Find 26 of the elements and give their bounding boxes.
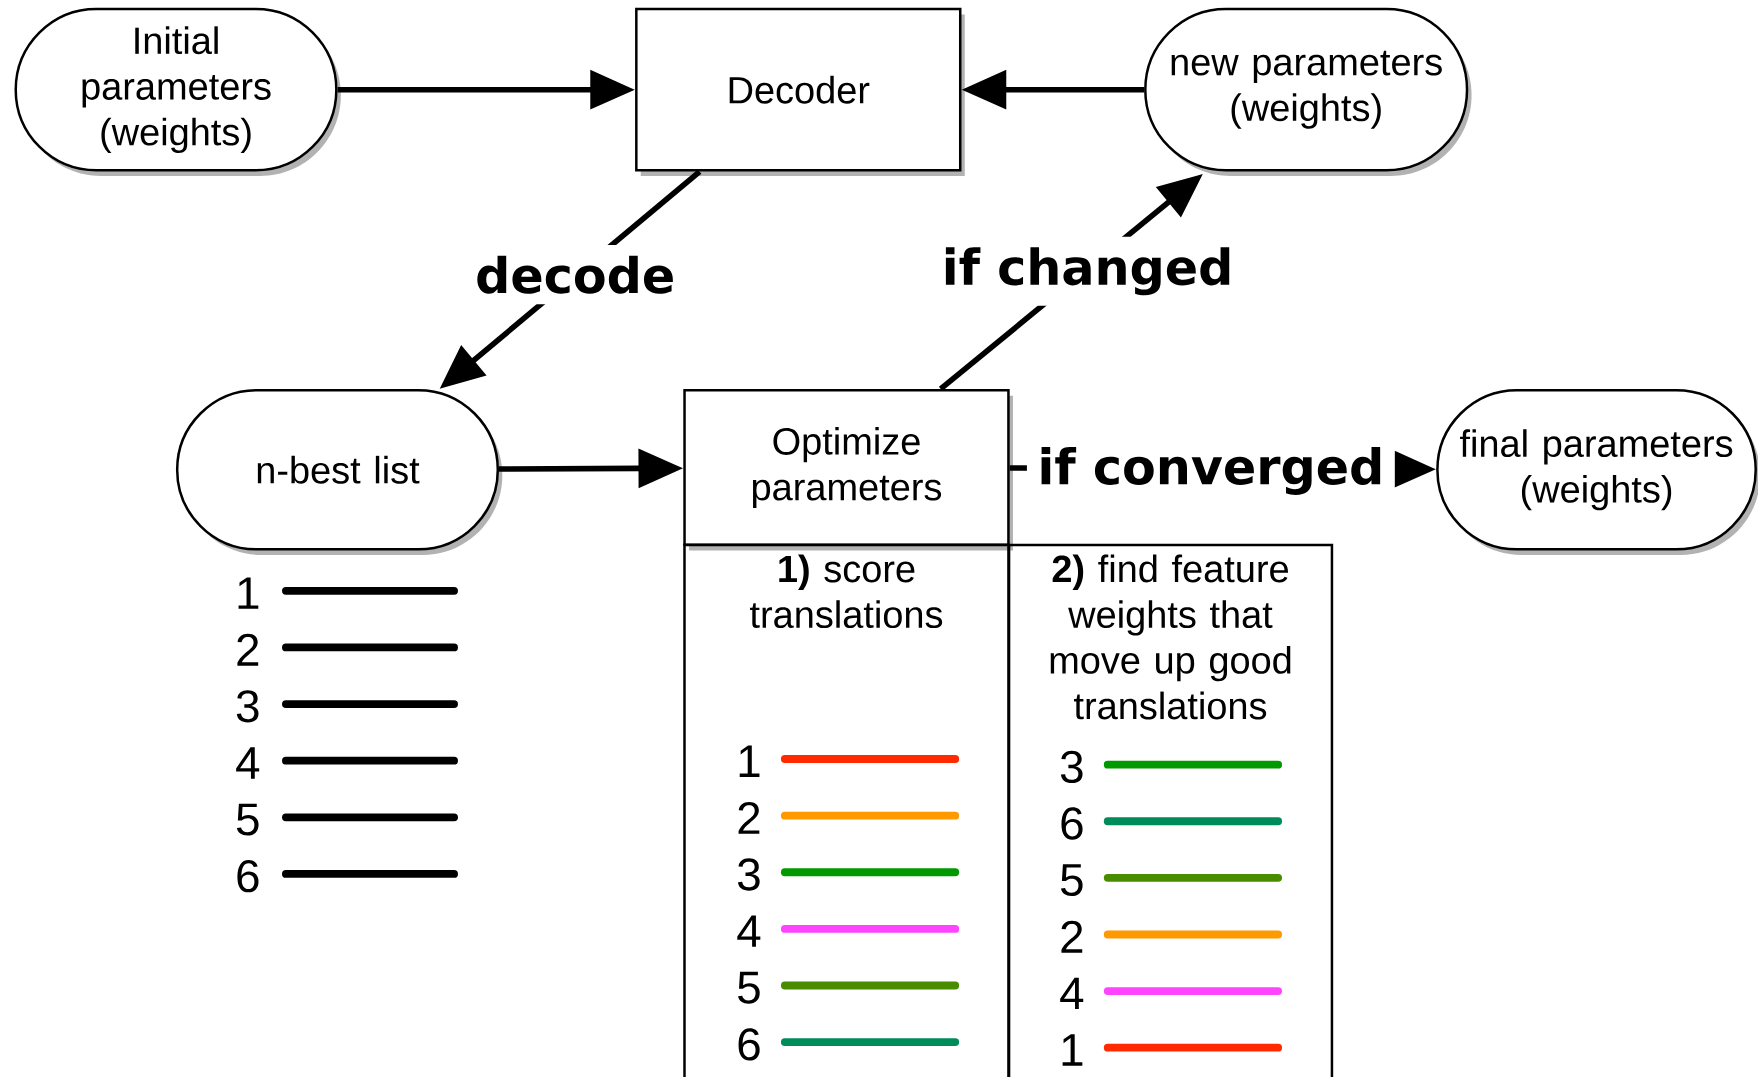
rank-number: 5	[236, 803, 259, 836]
rank-number: 6	[237, 859, 259, 893]
rank-number: 4	[737, 915, 761, 947]
rank-number: 3	[236, 689, 259, 723]
rank-number: 2	[1061, 920, 1083, 953]
rank-number: 4	[236, 747, 260, 779]
rank-number: 1	[1062, 1034, 1083, 1066]
process-box: Optimize parameters	[683, 388, 1013, 551]
process-box: Decoder	[635, 7, 965, 176]
rank-number: 1	[739, 745, 760, 777]
rank-number: 2	[237, 633, 259, 666]
rank-number: 2	[738, 801, 760, 834]
rank-number: 5	[1060, 864, 1083, 896]
rank-number: 6	[738, 1028, 760, 1061]
edge-label: if changed	[931, 236, 1244, 306]
rank-number: 3	[1060, 750, 1083, 783]
rank-number: 6	[1061, 807, 1083, 840]
terminal-box: new parameters (weights)	[1144, 7, 1472, 176]
edge-label: decode	[464, 244, 686, 305]
rank-number: 3	[738, 858, 760, 891]
rank-number: 4	[1060, 977, 1084, 1009]
terminal-box: final parameters (weights)	[1436, 388, 1758, 555]
edge-label: if converged	[1026, 436, 1395, 506]
terminal-box: Initial parameters (weights)	[14, 7, 341, 176]
terminal-box: n-best list	[175, 388, 503, 555]
rank-number: 5	[738, 971, 760, 1004]
